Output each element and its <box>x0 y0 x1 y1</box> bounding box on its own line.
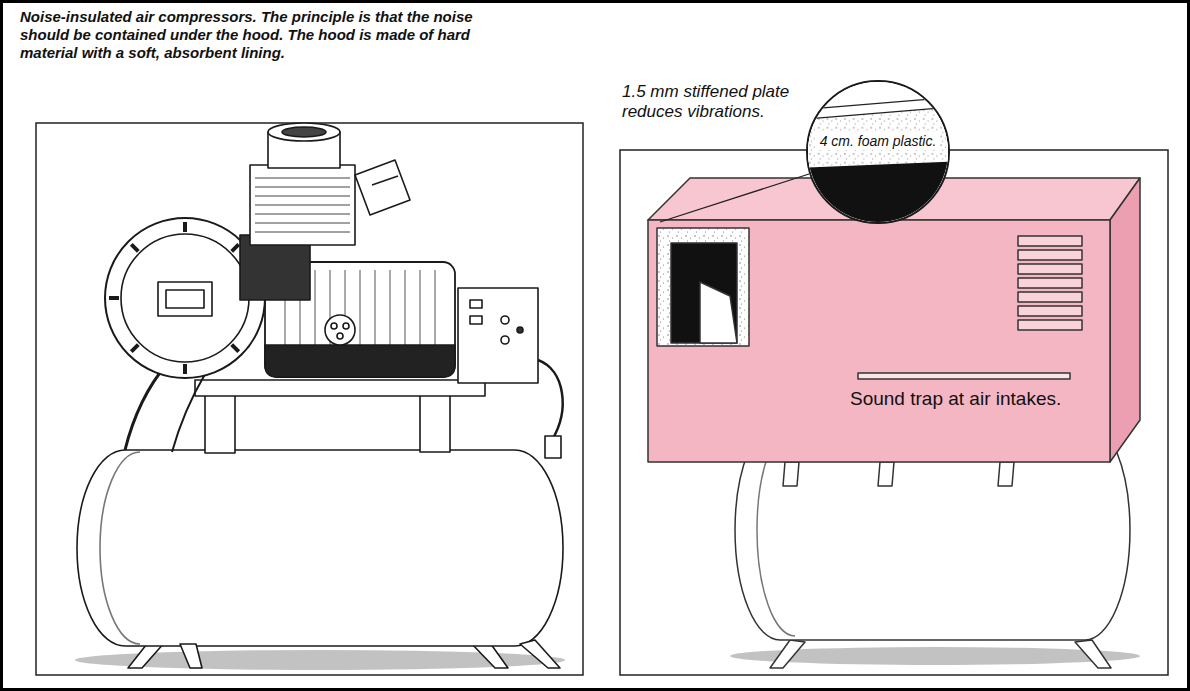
hooded-compressor-part <box>648 220 1110 462</box>
caption-block: Noise-insulated air compressors. The pri… <box>20 8 525 62</box>
right-panel-frame <box>620 150 1168 675</box>
open-compressor-part <box>501 316 509 324</box>
plate-edge <box>808 107 948 119</box>
open-compressor-part <box>331 323 337 329</box>
hooded-compressor-part <box>1018 306 1082 316</box>
open-compressor-part <box>265 345 455 377</box>
hooded-compressor-part <box>1018 236 1082 246</box>
open-compressor-part <box>100 452 140 644</box>
open-compressor-part <box>250 165 355 245</box>
hooded-compressor-part <box>1110 178 1140 462</box>
hooded-compressor-part <box>858 373 1070 379</box>
open-compressor-part <box>109 222 261 374</box>
hooded-compressor-part <box>1018 250 1082 260</box>
open-compressor-part <box>501 336 509 344</box>
open-compressor-part <box>282 127 326 137</box>
open-compressor-part <box>545 436 561 458</box>
open-compressor-part <box>520 640 560 668</box>
open-compressor-part <box>538 360 563 440</box>
open-compressor-part <box>470 300 482 308</box>
open-compressor-part <box>355 160 410 215</box>
open-compressor-part <box>470 316 482 324</box>
open-compressor-part <box>268 123 340 141</box>
hooded-compressor-part <box>783 462 799 486</box>
open-compressor-part <box>337 333 343 339</box>
open-compressor-part <box>420 392 450 452</box>
callout-note: 1.5 mm stiffened plate reduces vibration… <box>622 82 822 122</box>
part-label: Sound trap at air intakes. <box>850 388 1100 410</box>
hooded-compressor-part <box>1018 292 1082 302</box>
hooded-compressor-part <box>1018 264 1082 274</box>
magnifier-circle: 4 cm. foam plastic. <box>806 80 950 224</box>
open-compressor-part <box>195 380 485 396</box>
open-compressor-part <box>121 234 249 362</box>
open-compressor-part <box>166 290 204 308</box>
hooded-compressor-part <box>770 640 805 668</box>
open-compressor-part <box>158 282 212 316</box>
layer-label: 4 cm. foam plastic. <box>817 132 940 150</box>
open-compressor-part <box>255 178 350 232</box>
open-compressor-part <box>205 395 235 453</box>
hooded-compressor-part <box>700 282 737 343</box>
callout-note-box: 1.5 mm stiffened plate reduces vibration… <box>622 82 822 122</box>
open-compressor-part <box>372 176 398 185</box>
open-compressor <box>75 123 565 670</box>
hooded-compressor <box>648 174 1140 668</box>
interior-dark <box>808 162 948 222</box>
plate-edge <box>808 98 948 110</box>
hooded-compressor-part <box>1075 640 1111 668</box>
figure-title: Noise-insulated air compressors. The pri… <box>20 8 525 62</box>
open-compressor-part <box>325 315 355 345</box>
hooded-compressor-part <box>1018 278 1082 288</box>
left-panel-frame <box>36 123 583 675</box>
section-ground <box>808 82 948 222</box>
hooded-compressor-part <box>657 228 749 346</box>
open-compressor-part <box>180 644 202 668</box>
hooded-compressor-part <box>998 462 1014 486</box>
foam-layer <box>808 107 948 167</box>
part-label-box: Sound trap at air intakes. <box>850 388 1100 410</box>
hooded-compressor-part <box>671 243 737 343</box>
magnified-section <box>808 82 948 222</box>
open-compressor-part <box>458 288 538 383</box>
open-compressor-part <box>517 327 523 333</box>
hooded-compressor-part <box>878 462 894 486</box>
hooded-compressor-part <box>1018 320 1082 330</box>
open-compressor-part <box>77 450 563 646</box>
open-compressor-part <box>343 323 349 329</box>
hooded-compressor-part <box>660 174 809 222</box>
